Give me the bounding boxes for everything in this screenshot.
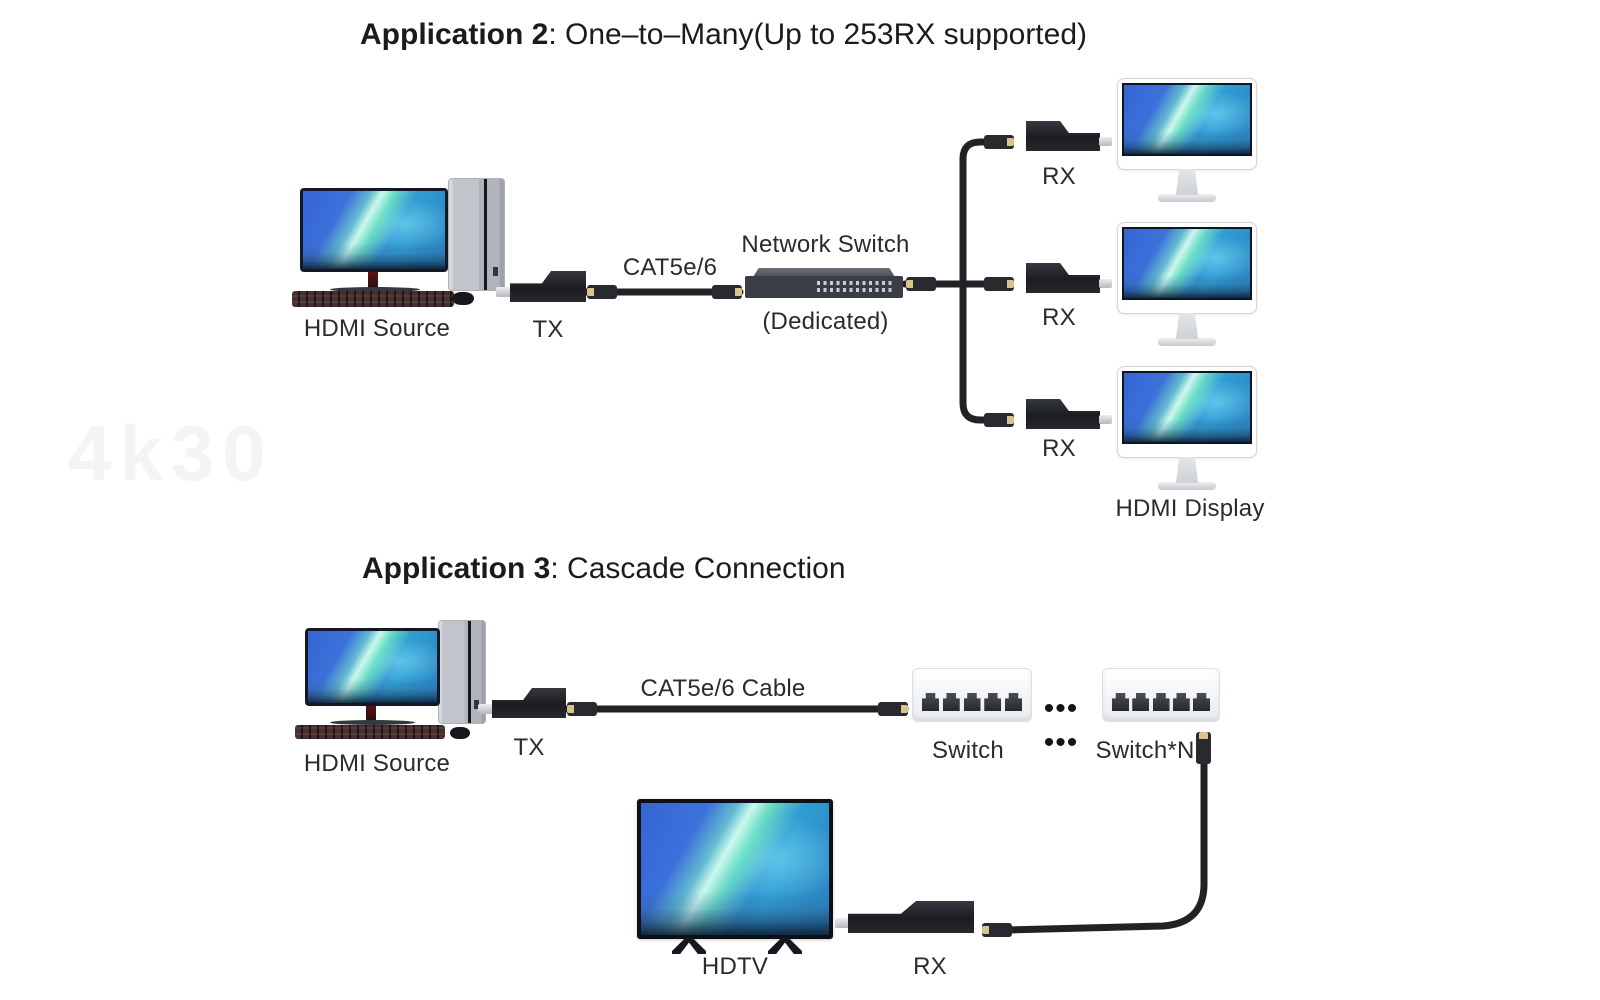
cascade-ellipsis: ••• •••: [1043, 692, 1079, 759]
rj45-plug-icon: [1196, 732, 1211, 764]
mini-switch-n: [1102, 668, 1220, 722]
network-switch-label: Network Switch: [741, 231, 910, 258]
mini-switch-1: [912, 668, 1032, 722]
rj45-port-icon: [1193, 693, 1210, 711]
display-neck-3: [1176, 457, 1198, 483]
source-monitor-stand-app2: [368, 272, 378, 288]
rj45-port-icon: [984, 693, 1002, 711]
rx-label-3: RX: [1042, 435, 1076, 462]
hdtv-screen: [641, 803, 829, 935]
source-monitor-app3: [305, 628, 440, 706]
tx-label-app3: TX: [513, 734, 545, 761]
display-base-2: [1158, 338, 1216, 346]
pc-tower-power-app3: [474, 700, 479, 709]
rx-hdmi-tip-2: [1099, 279, 1112, 288]
dedicated-label: (Dedicated): [762, 308, 889, 335]
rx-hdmi-tip-3: [1099, 415, 1112, 424]
rj45-plug-icon: [712, 285, 742, 299]
display-frame-1: [1117, 78, 1257, 170]
rj45-port-icon: [1112, 693, 1129, 711]
display-screen-2: [1122, 227, 1252, 300]
hdtv-label: HDTV: [701, 953, 769, 980]
rx-label-app3: RX: [913, 953, 947, 980]
network-switch-top: [753, 268, 895, 277]
display-frame-3: [1117, 366, 1257, 458]
hdmi-source-label-app2: HDMI Source: [303, 315, 451, 342]
hdtv: [637, 799, 833, 939]
hdmi-source-label-app3: HDMI Source: [303, 750, 451, 777]
display-screen-3: [1122, 371, 1252, 444]
rx-label-2: RX: [1042, 304, 1076, 331]
switch1-label: Switch: [932, 737, 1004, 764]
watermark-text: 4k30: [68, 409, 274, 497]
network-switch-ports-row1: [817, 281, 895, 285]
cat5e-label-app2: CAT5e/6: [622, 254, 718, 281]
hdmi-display-1: [1117, 78, 1257, 202]
rj45-plug-icon: [984, 413, 1014, 427]
rj45-port-icon: [1005, 693, 1022, 711]
pc-tower-stripe-app3: [468, 621, 472, 723]
network-switch-ports-row2: [817, 288, 895, 292]
rj45-plug-icon: [587, 285, 617, 299]
source-monitor-screen-app3: [308, 631, 437, 703]
rj45-port-icon: [922, 693, 939, 711]
rj45-port-icon: [1152, 693, 1170, 711]
source-monitor-stand-app3: [366, 706, 376, 721]
mouse-app3: [450, 727, 470, 739]
mouse-app2: [452, 292, 474, 305]
pc-tower-stripe-app2: [484, 179, 488, 290]
rx-label-1: RX: [1042, 163, 1076, 190]
mini-switch-1-ports: [922, 693, 1022, 713]
source-monitor-base-app2: [330, 287, 420, 292]
rj45-plug-icon: [567, 702, 597, 716]
rx-hdmi-tip-1: [1099, 137, 1112, 146]
cable-switchn-to-rx-app3: [1004, 756, 1208, 934]
app2-title-bold: Application 2: [360, 18, 549, 51]
rj45-port-icon: [942, 693, 960, 711]
rx-hdmi-tip-app3: [835, 918, 850, 928]
rj45-plug-icon: [982, 923, 1012, 937]
keyboard-app2: [292, 291, 454, 307]
display-base-1: [1158, 194, 1216, 202]
source-monitor-app2: [300, 188, 448, 272]
display-screen-1: [1122, 83, 1252, 156]
rj45-port-icon: [1172, 693, 1190, 711]
source-monitor-base-app3: [330, 720, 415, 725]
network-switch: [745, 276, 903, 298]
keyboard-app3: [295, 725, 445, 739]
tx-hdmi-tip-app3: [478, 704, 493, 714]
tx-label-app2: TX: [532, 316, 564, 343]
display-neck-1: [1176, 169, 1198, 195]
rj45-port-icon: [1132, 693, 1150, 711]
source-monitor-screen-app2: [303, 191, 445, 269]
hdmi-display-2: [1117, 222, 1257, 346]
cable-branch-trunk: [959, 138, 996, 424]
pc-tower-app2: [448, 178, 505, 291]
rj45-plug-icon: [984, 277, 1014, 291]
hdmi-display-label: HDMI Display: [1115, 495, 1265, 522]
tx-hdmi-tip-app2: [496, 287, 511, 297]
rj45-plug-icon: [984, 135, 1014, 149]
app3-title-bold: Application 3: [362, 552, 551, 585]
display-neck-2: [1176, 313, 1198, 339]
cat5e-cable-label-app3: CAT5e/6 Cable: [640, 675, 806, 702]
rj45-plug-icon: [878, 702, 908, 716]
app2-title-rest: : One–to–Many(Up to 253RX supported): [548, 18, 1087, 51]
app3-title: Application 3: Cascade Connection: [362, 552, 846, 586]
rj45-plug-icon: [906, 277, 936, 291]
mini-switch-n-ports: [1112, 693, 1210, 713]
switch-n-label: Switch*N: [1095, 737, 1195, 764]
display-base-3: [1158, 482, 1216, 490]
pc-tower-power-app2: [493, 267, 498, 276]
app3-title-rest: : Cascade Connection: [550, 552, 846, 585]
hdmi-display-3: [1117, 366, 1257, 490]
app2-title: Application 2: One–to–Many(Up to 253RX s…: [360, 18, 1087, 52]
rj45-port-icon: [963, 693, 981, 711]
display-frame-2: [1117, 222, 1257, 314]
